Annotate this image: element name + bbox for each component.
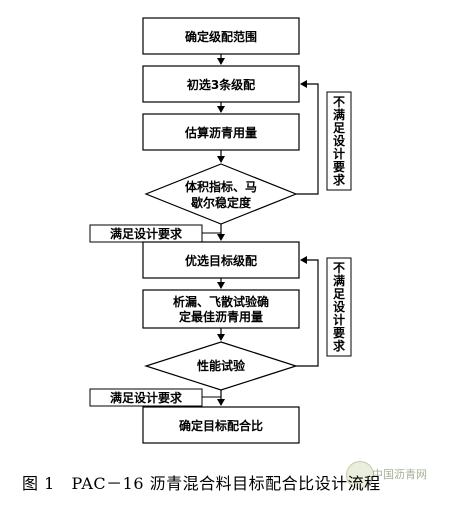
label-not-satisfied-2-box (326, 257, 352, 357)
svg-text:求: 求 (333, 338, 346, 353)
svg-text:计: 计 (333, 146, 345, 161)
label-not-satisfied-1: 不 满 足 设 计 要 求 (333, 95, 346, 187)
label-satisfied-1: 满足设计要求 (110, 226, 183, 241)
svg-text:设: 设 (333, 133, 346, 148)
svg-text:满: 满 (333, 107, 345, 122)
box-drainage-cantabro-tests (142, 289, 300, 329)
watermark-logo (346, 461, 374, 489)
loop-not-satisfied-2 (296, 256, 319, 367)
decision-volume-marshall-line1: 体积指标、马 (185, 179, 257, 194)
svg-text:要: 要 (333, 325, 345, 340)
box-determine-target-mix (142, 406, 300, 444)
box-determine-gradation-range (142, 17, 300, 55)
box-drainage-cantabro-tests-line1: 析漏、飞散试验确 (173, 294, 269, 309)
decision-volume-marshall-line2: 歇尔稳定度 (190, 195, 252, 210)
svg-text:计: 计 (333, 312, 345, 327)
box-estimate-asphalt-content (142, 113, 300, 151)
box-estimate-asphalt-content-label: 估算沥青用量 (184, 125, 257, 140)
box-determine-target-mix-label: 确定目标配合比 (179, 418, 263, 433)
watermark-text: 中国沥青网 (372, 468, 427, 481)
loop-not-satisfied-1 (296, 80, 319, 195)
figure-title: PAC－16 沥青混合料目标配合比设计流程 (71, 474, 381, 493)
label-satisfied-2: 满足设计要求 (110, 390, 183, 405)
box-determine-gradation-range-label: 确定级配范围 (185, 29, 257, 44)
decision-performance-test-label: 性能试验 (196, 358, 246, 373)
svg-text:足: 足 (333, 121, 345, 135)
svg-text:足: 足 (333, 287, 345, 301)
svg-text:满: 满 (333, 273, 345, 288)
box-select-three-gradations-label: 初选3条级配 (187, 77, 255, 92)
label-not-satisfied-1-box (326, 91, 352, 191)
figure-number: 图 1 (22, 474, 55, 493)
svg-text:求: 求 (333, 172, 346, 187)
decision-volume-marshall (144, 163, 298, 225)
box-drainage-cantabro-tests-line2: 定最佳沥青用量 (179, 309, 263, 324)
label-not-satisfied-2: 不 满 足 设 计 要 求 (333, 261, 346, 353)
figure-caption: 图 1 PAC－16 沥青混合料目标配合比设计流程 (22, 470, 381, 494)
svg-text:不: 不 (333, 95, 345, 109)
box-select-three-gradations (142, 65, 300, 103)
svg-text:要: 要 (333, 159, 345, 174)
svg-text:不: 不 (333, 261, 345, 275)
box-optimize-target-gradation-label: 优选目标级配 (185, 253, 257, 268)
svg-text:设: 设 (333, 299, 346, 314)
